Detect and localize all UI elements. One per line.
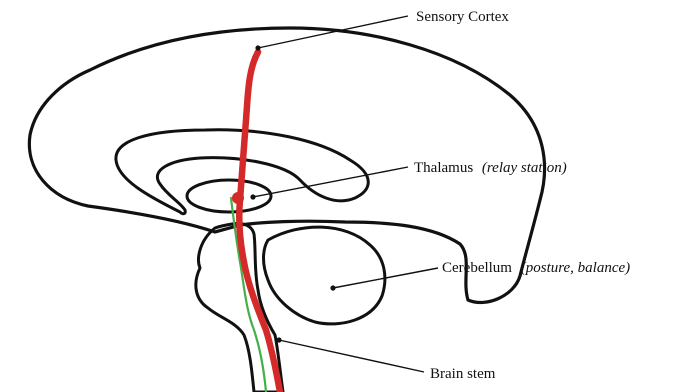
brain-stem-label: Brain stem <box>430 366 496 382</box>
thalamus-dot <box>250 194 255 199</box>
cerebellum-outline <box>264 227 385 324</box>
sensory-cortex-label: Sensory Cortex <box>416 9 509 25</box>
thalamus-label: Thalamus (relay station) <box>414 160 567 176</box>
cerebellum-label-name: Cerebellum <box>442 260 512 276</box>
cerebellum-label-note: (posture, balance) <box>521 260 630 276</box>
brain-stem-leader <box>279 340 424 372</box>
brain-stem-dot <box>276 337 281 342</box>
thalamus-leader <box>253 167 408 197</box>
cerebellum-label: Cerebellum (posture, balance) <box>442 260 630 276</box>
sensory-cortex-leader <box>258 16 408 48</box>
thalamus-label-note: (relay station) <box>482 160 567 176</box>
thalamus-relay-node <box>232 192 244 204</box>
thalamus-label-name: Thalamus <box>414 160 473 176</box>
sensory-cortex-dot <box>255 45 260 50</box>
cerebellum-dot <box>330 285 335 290</box>
